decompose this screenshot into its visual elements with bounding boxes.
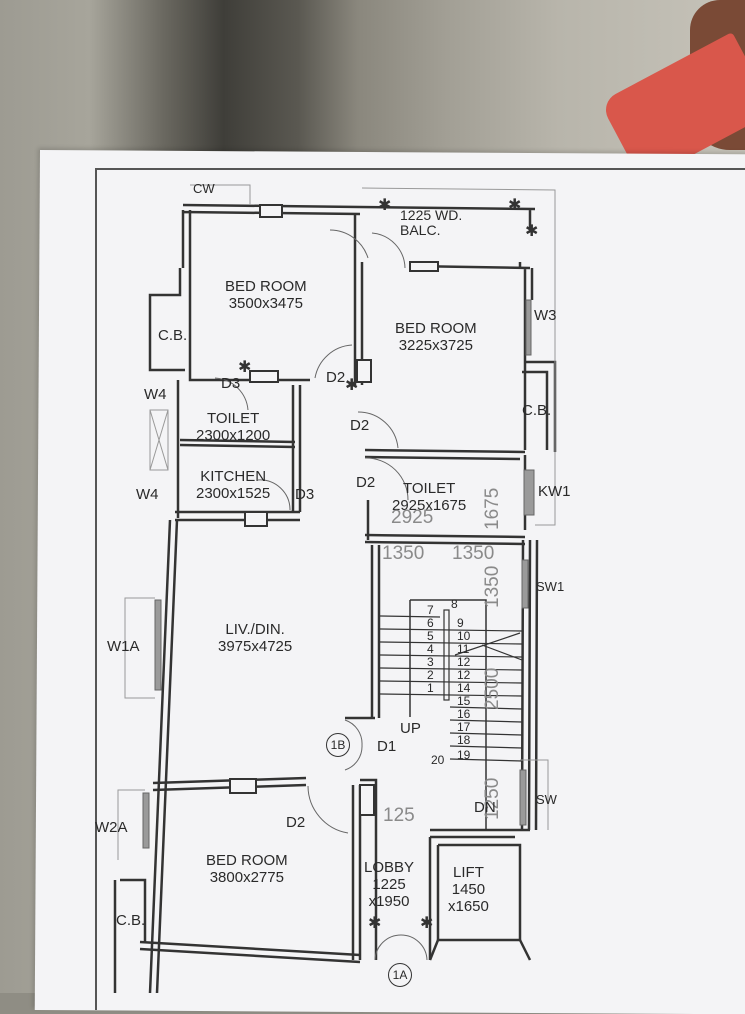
step-3: 3 <box>427 655 434 669</box>
drawing-border <box>95 168 745 1010</box>
room-bedroom-3: BED ROOM 3800x2775 <box>206 852 288 886</box>
room-name: KITCHEN <box>200 468 267 485</box>
step-14: 14 <box>457 681 471 695</box>
room-living-dining: LIV./DIN. 3975x4725 <box>218 621 292 655</box>
room-size: 3500x3475 <box>228 295 303 312</box>
step-6: 6 <box>427 616 434 630</box>
label-cb-3: C.B. <box>116 912 146 929</box>
dim-1675: 1675 <box>482 487 503 530</box>
step-16: 16 <box>457 707 471 721</box>
step-2: 2 <box>427 668 434 682</box>
step-12a: 12 <box>457 655 471 669</box>
dim-1350-v: 1350 <box>482 565 503 608</box>
room-bedroom-1: BED ROOM 3500x3475 <box>225 278 307 312</box>
room-size: 3225x3725 <box>398 337 473 354</box>
dim-1350-b: 1350 <box>452 543 495 564</box>
label-w4-bottom: W4 <box>136 486 159 503</box>
label-sw1: SW1 <box>536 579 565 594</box>
step-5: 5 <box>427 629 434 643</box>
room-name: TOILET <box>403 480 456 497</box>
svg-text:✱: ✱ <box>508 197 521 214</box>
room-name: TOILET <box>207 410 260 427</box>
room-size-2: x1950 <box>368 893 410 910</box>
stairs-up-label: UP <box>400 720 421 737</box>
room-name: LOBBY <box>364 859 415 876</box>
label-sw: SW <box>536 792 557 807</box>
label-d1: D1 <box>377 738 397 755</box>
dim-125: 125 <box>383 805 415 826</box>
room-balcony: 1225 WD. BALC. <box>400 208 462 238</box>
room-toilet-2: TOILET 2925x1675 <box>392 480 466 514</box>
label-cb-2: C.B. <box>522 402 552 419</box>
label-d2-d: D2 <box>286 814 306 831</box>
label-w3: W3 <box>534 307 557 324</box>
room-name: BED ROOM <box>225 278 307 295</box>
label-w2a: W2A <box>95 819 128 836</box>
label-d2-c: D2 <box>356 474 376 491</box>
room-toilet-1: TOILET 2300x1200 <box>196 410 270 444</box>
room-bedroom-2: BED ROOM 3225x3725 <box>395 320 477 354</box>
svg-text:✱: ✱ <box>368 915 381 932</box>
room-size: 2925x1675 <box>392 497 467 514</box>
room-lift: LIFT 1450 x1650 <box>448 864 489 915</box>
room-lobby: LOBBY 1225 x1950 <box>364 859 414 910</box>
floor-plan-walls: ✱✱✱ ✱✱✱✱ <box>113 184 557 993</box>
tag-1a: 1A <box>388 963 412 987</box>
svg-text:✱: ✱ <box>345 377 358 394</box>
label-kw1: KW1 <box>538 483 571 500</box>
label-d3-top: D3 <box>221 375 241 392</box>
room-size: 3975x4725 <box>218 638 293 655</box>
room-name: BED ROOM <box>206 852 288 869</box>
step-15: 15 <box>457 694 471 708</box>
room-size: 1225 <box>372 876 406 893</box>
dim-2500: 2500 <box>482 667 503 710</box>
room-size: 1450 <box>451 881 486 898</box>
svg-text:✱: ✱ <box>420 915 433 932</box>
step-18: 18 <box>457 733 471 747</box>
label-cw: CW <box>193 181 215 196</box>
step-7: 7 <box>427 603 434 617</box>
room-name-2: BALC. <box>400 222 441 238</box>
room-name: LIV./DIN. <box>225 621 285 638</box>
svg-text:✱: ✱ <box>525 223 538 240</box>
svg-text:✱: ✱ <box>238 359 251 376</box>
step-9: 9 <box>457 616 464 630</box>
step-8: 8 <box>451 597 458 611</box>
dim-1350-a: 1350 <box>382 543 425 564</box>
label-d3-bottom: D3 <box>295 486 315 503</box>
room-name: 1225 WD. <box>400 207 463 223</box>
label-cb-1: C.B. <box>158 327 188 344</box>
step-20: 20 <box>431 753 445 767</box>
room-name: BED ROOM <box>395 320 477 337</box>
room-name: LIFT <box>453 864 484 881</box>
step-12b: 12 <box>457 668 471 682</box>
svg-text:✱: ✱ <box>378 197 391 214</box>
label-w4-top: W4 <box>144 386 167 403</box>
label-d2-a: D2 <box>326 369 346 386</box>
step-11: 11 <box>457 642 470 656</box>
tag-1b: 1B <box>326 733 350 757</box>
dim-2925: 2925 <box>391 507 434 528</box>
room-size: 2300x1200 <box>196 427 271 444</box>
room-size: 2300x1525 <box>196 485 271 502</box>
label-d2-b: D2 <box>350 417 370 434</box>
room-kitchen: KITCHEN 2300x1525 <box>196 468 270 502</box>
step-10: 10 <box>457 629 471 643</box>
label-w1a: W1A <box>107 638 140 655</box>
step-1: 1 <box>427 681 434 695</box>
room-size-2: x1650 <box>448 898 489 915</box>
room-size: 3800x2775 <box>209 869 284 886</box>
stairs-down-label: DN <box>474 799 496 816</box>
step-19: 19 <box>457 748 471 762</box>
step-17: 17 <box>457 720 471 734</box>
step-4: 4 <box>427 642 434 656</box>
